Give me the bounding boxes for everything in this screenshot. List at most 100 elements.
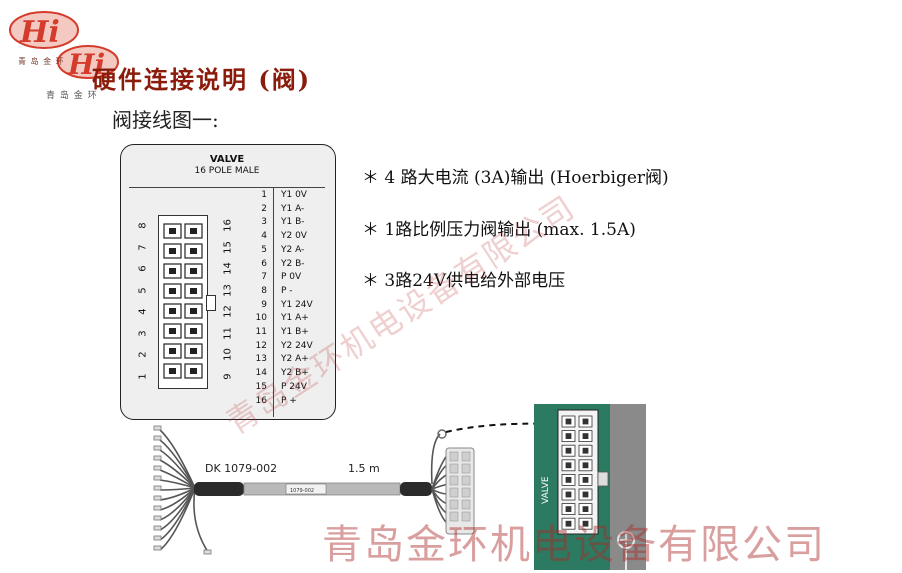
cable-sleeve-left [194,482,244,496]
pin-number-left: 3 [137,329,149,337]
pin-number-right: 15 [222,240,234,254]
pin-number-left: 5 [137,286,149,294]
pin-number: 15 [255,381,267,392]
pin-number: 12 [255,340,267,351]
pin-number: 8 [261,285,267,296]
connector-pin-core [190,308,197,314]
pin-row: 4 Y2 0V [249,231,307,242]
pin-number: 16 [255,395,267,406]
connector-pin-core [190,328,197,334]
pin-number: 9 [261,299,267,310]
cable-sleeve-right [400,482,432,496]
svg-text:Hi: Hi [19,15,60,50]
pin-number-right: 13 [222,283,234,297]
ground-screw-icon [617,531,635,549]
pin-number-right: 11 [222,326,234,340]
pin-signal: Y1 B- [281,217,305,228]
pin-number: 11 [255,327,267,337]
connector-pin-core [169,288,176,294]
valve-title: VALVE [209,154,245,165]
pin-number-right: 12 [222,305,234,318]
connector-pin-core [169,308,176,314]
page-title: 硬件连接说明 (阀) [92,65,312,94]
valve-panel-grey [610,404,646,570]
pin-number-left: 1 [137,372,149,380]
pin-row: 9 Y1 24V [249,299,313,311]
pin-number: 14 [255,368,267,379]
pin-row: 16 P + [249,396,297,407]
pin-signal: P 24V [281,381,307,392]
wire-fanout-left [159,429,209,553]
connector-pin-core [190,268,197,274]
pin-signal: Y1 B+ [281,327,309,337]
pin-row: 3 Y1 B- [249,217,305,228]
connector-pin-core [190,368,197,374]
connector-pin-core [190,248,197,254]
valve-header: VALVE 16 POLE MALE [129,153,325,188]
pin-number: 10 [255,313,267,324]
pin-signal: Y2 0V [281,231,307,242]
connector-pin-core [190,288,197,294]
svg-text:Hi: Hi [67,48,105,81]
logo-mark-icon: Hi Hi [9,11,119,81]
connector-pin-core [190,228,197,234]
connector-pin-core [169,228,176,234]
pin-number-right: 9 [222,372,234,380]
cable-part-label: DK 1079-002 [205,462,278,475]
connector-pins-icon [163,223,203,379]
valve-socket-photo: VALVE [534,404,646,570]
pin-row: 10 Y1 A+ [249,313,309,324]
connector-pin-core [169,348,176,354]
valve-subtitle: 16 POLE MALE [194,166,260,176]
bullet-24v-supply: ＊ 3路24V供电给外部电压 [362,271,566,291]
pin-number-left: 2 [137,351,149,358]
pin-number: 4 [261,231,267,242]
pin-signal: Y2 B+ [281,368,309,379]
pin-row: 5 Y2 A- [249,245,304,256]
page-subtitle: 阀接线图一: [112,108,219,132]
cable-length-label: 1.5 m [348,462,380,475]
pin-row: 11 Y1 B+ [249,327,309,338]
connector-pin-core [169,368,176,374]
pin-row: 7 P 0V [249,272,301,283]
pin-number: 5 [261,244,267,255]
valve-photo-label: VALVE [541,476,551,504]
pin-signal: P + [281,395,297,406]
logo-caption-top: 青 岛 金 环 [18,57,65,66]
pin-number-right: 10 [222,348,234,361]
pin-number-right: 16 [222,219,234,232]
pin-row: 8 P - [249,285,293,297]
bullet-proportional-valve-output: ＊ 1路比例压力阀输出 (max. 1.5A) [362,220,636,240]
watermark-bottom: 青岛金环机电设备有限公司 [322,522,826,568]
connector-pin-core [190,348,197,354]
pin-number-right: 14 [222,262,234,275]
pin-signal: Y1 A- [281,203,305,214]
connector-body [158,215,208,389]
pin-signal: Y2 A- [281,244,305,255]
pin-signal: P - [281,285,293,296]
pin-signal: Y1 A+ [281,313,309,324]
cable-tag [285,483,327,495]
pin-signal: Y2 A+ [281,354,309,365]
connector-pin-core [169,328,176,334]
cable-tag-text: 1079-002 [290,488,314,494]
pin-number: 7 [261,272,267,283]
pin-row: 14 Y2 B+ [249,368,309,379]
connector-latch [206,295,216,311]
table-divider [273,187,274,417]
pin-number: 3 [261,217,267,228]
pin-row: 2 Y1 A- [249,204,304,215]
pin-row: 15 P 24V [249,382,307,393]
pin-number: 2 [261,203,267,214]
pin-signal: Y1 24V [281,299,313,310]
pin-number: 1 [261,190,267,200]
pin-number-left: 6 [137,265,149,272]
connector-pin-core [169,268,176,274]
pin-number-left: 8 [137,222,149,229]
pin-signal: P 0V [281,272,302,283]
